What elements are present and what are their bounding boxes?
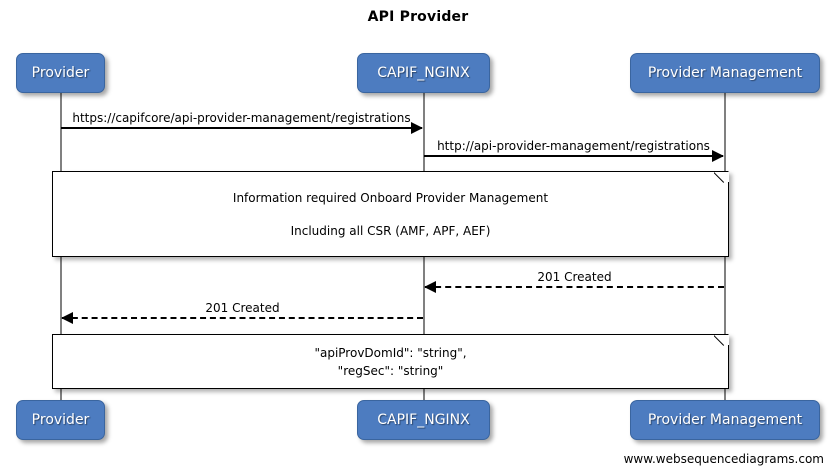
message-label: http://api-provider-management/registrat… [437,139,710,153]
message-line [425,286,724,288]
note-onboard-information: Information required Onboard Provider Ma… [52,171,729,257]
note-response-payload: "apiProvDomId": "string", "regSec": "str… [52,334,729,389]
arrowhead-right-icon [712,150,724,162]
note-line: "regSec": "string" [337,363,444,378]
message-line [61,127,422,129]
message-201-created-mgmt-to-nginx[interactable]: 201 Created [424,270,724,293]
page-title: API Provider [367,9,469,25]
note-line: Information required Onboard Provider Ma… [232,190,549,205]
message-line [424,155,723,157]
message-line [62,317,423,319]
participant-label: Provider [31,412,90,428]
participant-provider-bottom[interactable]: Provider [16,400,105,440]
participant-provider-management-top[interactable]: Provider Management [630,53,820,93]
participant-label: CAPIF_NGINX [377,412,470,428]
participant-label: Provider Management [647,412,803,428]
participant-capif-nginx-bottom[interactable]: CAPIF_NGINX [357,400,490,440]
note-line: "apiProvDomId": "string", [314,345,467,360]
message-label: 201 Created [537,270,612,284]
note-fold-edge-icon [714,171,729,186]
footer-watermark: www.websequencediagrams.com [623,452,824,466]
arrowhead-left-icon [424,281,436,293]
participant-label: Provider Management [647,65,803,81]
participant-label: Provider [31,65,90,81]
message-label: 201 Created [205,301,280,315]
participant-label: CAPIF_NGINX [377,65,470,81]
message-registrations-http[interactable]: http://api-provider-management/registrat… [424,139,724,162]
participant-provider-top[interactable]: Provider [16,53,105,93]
note-line: Including all CSR (AMF, APF, AEF) [290,223,491,238]
message-registrations-https[interactable]: https://capifcore/api-provider-managemen… [61,111,423,134]
arrowhead-left-icon [61,312,73,324]
message-label: https://capifcore/api-provider-managemen… [72,111,411,125]
participant-provider-management-bottom[interactable]: Provider Management [630,400,820,440]
participant-capif-nginx-top[interactable]: CAPIF_NGINX [357,53,490,93]
arrowhead-right-icon [411,122,423,134]
note-fold-edge-icon [714,334,729,349]
message-201-created-nginx-to-provider[interactable]: 201 Created [61,301,423,324]
